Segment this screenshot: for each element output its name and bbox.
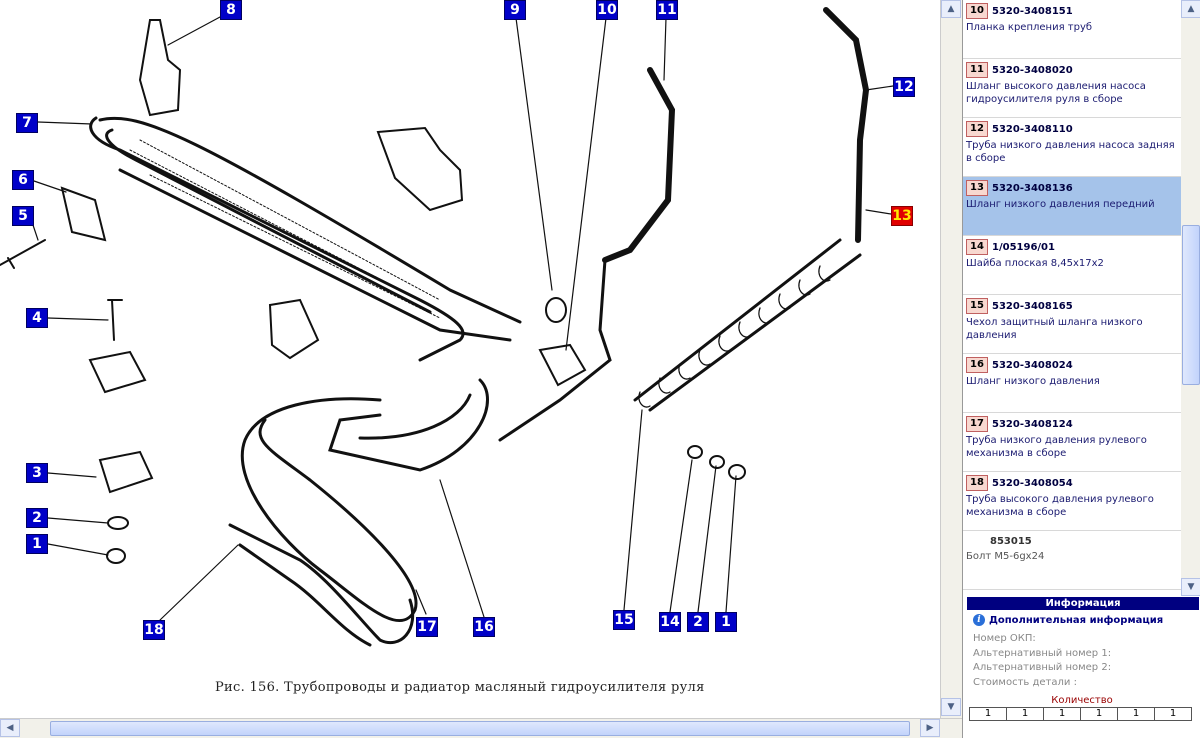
callout-18[interactable]: 18 — [143, 620, 165, 640]
figure-caption: Рис. 156. Трубопроводы и радиатор маслян… — [215, 680, 705, 695]
item-code: 1/05196/01 — [992, 241, 1055, 253]
list-scroll-thumb[interactable] — [1182, 225, 1200, 385]
item-description: Шланг высокого давления насоса гидроусил… — [966, 81, 1146, 105]
item-description: Шайба плоская 8,45х17х2 — [966, 258, 1104, 269]
diagram-vertical-scrollbar[interactable]: ▲ ▼ — [940, 0, 962, 718]
item-number: 15 — [966, 298, 988, 314]
item-number: 17 — [966, 416, 988, 432]
info-title: Информация — [967, 597, 1199, 610]
arrow-up-icon[interactable]: ▲ — [1181, 0, 1200, 18]
quantity-cell: 1 — [1006, 707, 1044, 721]
item-description: Труба низкого давления насоса задняя в с… — [966, 140, 1175, 164]
callout-1[interactable]: 1 — [26, 534, 48, 554]
list-item[interactable]: 10 5320-3408151 Планка крепления труб — [963, 0, 1181, 59]
callout-14[interactable]: 14 — [659, 612, 681, 632]
quantity-cell: 1 — [1154, 707, 1192, 721]
list-item[interactable]: 16 5320-3408024 Шланг низкого давления — [963, 354, 1181, 413]
info-heading-text: Дополнительная информация — [989, 614, 1164, 626]
callout-6[interactable]: 6 — [12, 170, 34, 190]
alt-number-2-label: Альтернативный номер 2: — [973, 662, 1112, 673]
callout-10[interactable]: 10 — [596, 0, 618, 20]
callout-2[interactable]: 2 — [26, 508, 48, 528]
item-description: Труба низкого давления рулевого механизм… — [966, 435, 1147, 459]
callout-3[interactable]: 3 — [26, 463, 48, 483]
callout-13-selected[interactable]: 13 — [891, 206, 913, 226]
list-item[interactable]: 14 1/05196/01 Шайба плоская 8,45х17х2 — [963, 236, 1181, 295]
item-number: 18 — [966, 475, 988, 491]
item-description: Шланг низкого давления передний — [966, 199, 1155, 210]
parts-list: 10 5320-3408151 Планка крепления труб 11 5… — [963, 0, 1181, 596]
part-cost-label: Стоимость детали : — [973, 677, 1077, 688]
alt-number-1-label: Альтернативный номер 1: — [973, 648, 1112, 659]
item-code: 5320-3408054 — [992, 477, 1073, 489]
item-number — [966, 534, 986, 548]
item-code: 853015 — [990, 535, 1032, 547]
list-item[interactable]: 11 5320-3408020 Шланг высокого давления н… — [963, 59, 1181, 118]
quantity-cell: 1 — [1117, 707, 1155, 721]
item-code: 5320-3408124 — [992, 418, 1073, 430]
arrow-right-icon[interactable]: ▶ — [920, 719, 940, 737]
item-description: Шланг низкого давления — [966, 376, 1100, 387]
callout-16[interactable]: 16 — [473, 617, 495, 637]
arrow-down-icon[interactable]: ▼ — [941, 698, 961, 716]
callout-9[interactable]: 9 — [504, 0, 526, 20]
item-number: 12 — [966, 121, 988, 137]
quantity-label: Количество — [1051, 695, 1113, 706]
item-number: 10 — [966, 3, 988, 19]
callout-8[interactable]: 8 — [220, 0, 242, 20]
item-number: 11 — [966, 62, 988, 78]
item-description: Труба высокого давления рулевого механиз… — [966, 494, 1154, 518]
callout-15[interactable]: 15 — [613, 610, 635, 630]
callout-5[interactable]: 5 — [12, 206, 34, 226]
item-description: Планка крепления труб — [966, 22, 1093, 33]
parts-diagram: 8 7 6 5 4 3 2 1 9 10 11 12 13 18 17 16 1… — [0, 0, 915, 695]
list-item[interactable]: 18 5320-3408054 Труба высокого давления р… — [963, 472, 1181, 531]
item-number: 13 — [966, 180, 988, 196]
callout-2-right[interactable]: 2 — [687, 612, 709, 632]
item-description: Чехол защитный шланга низкого давления — [966, 317, 1143, 341]
diagram-drawing — [0, 7, 894, 647]
diagram-horizontal-scrollbar[interactable]: ◀ ▶ — [0, 718, 962, 738]
callout-1-right[interactable]: 1 — [715, 612, 737, 632]
arrow-down-icon[interactable]: ▼ — [1181, 578, 1200, 596]
list-item[interactable]: 15 5320-3408165 Чехол защитный шланга низ… — [963, 295, 1181, 354]
list-scrollbar[interactable]: ▲ ▼ — [1181, 0, 1200, 596]
quantity-cell: 1 — [969, 707, 1007, 721]
item-code: 5320-3408136 — [992, 182, 1073, 194]
item-code: 5320-3408020 — [992, 64, 1073, 76]
callout-7[interactable]: 7 — [16, 113, 38, 133]
item-code: 5320-3408024 — [992, 359, 1073, 371]
callout-11[interactable]: 11 — [656, 0, 678, 20]
info-icon: i — [973, 614, 985, 626]
callout-12[interactable]: 12 — [893, 77, 915, 97]
item-description: Болт М5-6gх24 — [966, 551, 1045, 562]
quantity-table: 1 1 1 1 1 1 — [969, 707, 1192, 721]
horizontal-scroll-thumb[interactable] — [50, 721, 910, 736]
callout-17[interactable]: 17 — [416, 617, 438, 637]
info-heading: i Дополнительная информация — [973, 614, 1163, 626]
callout-4[interactable]: 4 — [26, 308, 48, 328]
list-item[interactable]: 17 5320-3408124 Труба низкого давления ру… — [963, 413, 1181, 472]
item-code: 5320-3408165 — [992, 300, 1073, 312]
arrow-up-icon[interactable]: ▲ — [941, 0, 961, 18]
quantity-cell: 1 — [1043, 707, 1081, 721]
item-number: 14 — [966, 239, 988, 255]
okp-number-label: Номер ОКП: — [973, 633, 1036, 644]
list-item[interactable]: 12 5320-3408110 Труба низкого давления на… — [963, 118, 1181, 177]
arrow-left-icon[interactable]: ◀ — [0, 719, 20, 737]
item-code: 5320-3408151 — [992, 5, 1073, 17]
list-item[interactable]: 853015 Болт М5-6gх24 — [963, 531, 1181, 590]
list-item-selected[interactable]: 13 5320-3408136 Шланг низкого давления пе… — [963, 177, 1181, 236]
quantity-cell: 1 — [1080, 707, 1118, 721]
item-number: 16 — [966, 357, 988, 373]
item-code: 5320-3408110 — [992, 123, 1073, 135]
